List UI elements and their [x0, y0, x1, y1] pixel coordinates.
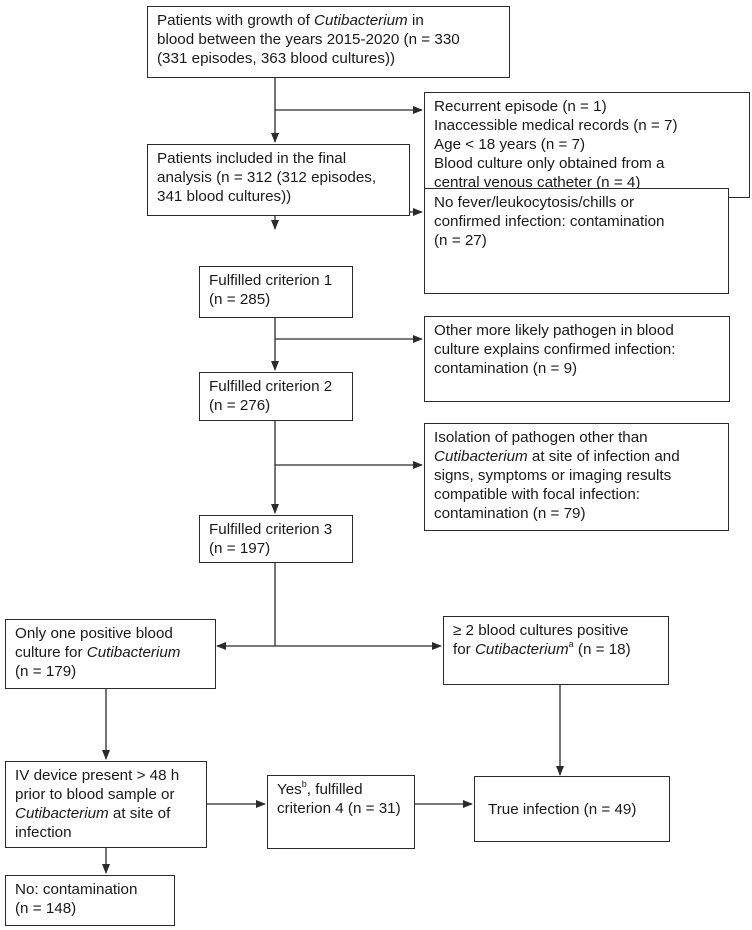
text-italic: Cutibacterium [15, 805, 109, 822]
text: prior to blood sample or [15, 786, 175, 803]
text: Only one positive blood [15, 625, 173, 642]
text: (n = 27) [434, 232, 487, 249]
box-exclusion-criterion-2: Other more likely pathogen in blood cult… [424, 316, 730, 402]
text: culture for [15, 644, 87, 661]
text: (n = 285) [209, 291, 271, 308]
box-study-population: Patients with growth of Cutibacterium in… [147, 6, 510, 78]
text: ≥ 2 blood cultures positive [453, 622, 629, 639]
text-italic: Cutibacterium [474, 641, 569, 658]
text: infection [15, 824, 72, 841]
text: 341 blood cultures)) [157, 188, 292, 205]
box-criterion-2: Fulfilled criterion 2 (n = 276) [199, 372, 353, 421]
text: Recurrent episode (n = 1) [434, 98, 607, 115]
box-iv-device: IV device present > 48 h prior to blood … [5, 761, 207, 848]
text: contamination (n = 9) [434, 360, 578, 377]
text: (n = 197) [209, 540, 271, 557]
text: signs, symptoms or imaging results [434, 467, 672, 484]
footnote-marker: b [301, 778, 307, 789]
text: True infection (n = 49) [488, 801, 637, 818]
text: culture explains confirmed infection: [434, 341, 676, 358]
text: (n = 179) [15, 663, 77, 680]
text: (n = 31) [347, 800, 401, 817]
text: blood between the years 2015-2020 (n = 3… [157, 31, 460, 48]
text: Age < 18 years (n = 7) [434, 136, 586, 153]
text: Patients with growth of [157, 12, 315, 29]
box-yes-criterion-4: Yesb, fulfilled criterion 4 (n = 31) [267, 775, 415, 849]
text: Blood culture only obtained from a [434, 155, 665, 172]
text: (331 episodes, 363 blood cultures)) [157, 50, 396, 67]
text: No fever/leukocytosis/chills or [434, 194, 635, 211]
text: at site of infection and [527, 448, 680, 465]
box-criterion-1: Fulfilled criterion 1 (n = 285) [199, 266, 353, 318]
box-true-infection: True infection (n = 49) [474, 776, 670, 842]
text: Fulfilled criterion 3 [209, 521, 333, 538]
box-criterion-3: Fulfilled criterion 3 (n = 197) [199, 515, 353, 563]
box-no-contamination: No: contamination (n = 148) [5, 875, 175, 926]
text: (n = 276) [209, 397, 271, 414]
text: (n = 148) [15, 900, 77, 917]
text: compatible with focal infection: [434, 486, 640, 503]
text: for [453, 641, 475, 658]
box-exclusion-initial: Recurrent episode (n = 1) Inaccessible m… [424, 92, 750, 198]
text: central venous catheter (n = 4) [434, 174, 641, 191]
text: Fulfilled criterion 1 [209, 272, 333, 289]
text: Inaccessible medical records (n = 7) [434, 117, 678, 134]
box-exclusion-criterion-1: No fever/leukocytosis/chills or confirme… [424, 188, 729, 294]
box-included-patients: Patients included in the final analysis … [147, 144, 410, 216]
footnote-marker: a [568, 638, 574, 649]
text-italic: Cutibacterium [314, 12, 408, 29]
box-one-positive-culture: Only one positive blood culture for Cuti… [5, 619, 216, 689]
text-italic: Cutibacterium [434, 448, 528, 465]
text: IV device present > 48 h [15, 767, 180, 784]
text: confirmed infection: contamination [434, 213, 665, 230]
text: Isolation of pathogen other than [434, 429, 648, 446]
text: (n = 18) [577, 641, 631, 658]
box-exclusion-criterion-3: Isolation of pathogen other than Cutibac… [424, 423, 729, 531]
text: Other more likely pathogen in blood [434, 322, 674, 339]
box-two-or-more-positive: ≥ 2 blood cultures positive for Cutibact… [443, 616, 669, 685]
text: Yes [277, 781, 302, 798]
text: contamination (n = 79) [434, 505, 586, 522]
text: criterion 4 [277, 800, 344, 817]
text: Patients included in the final [157, 150, 347, 167]
text: at site of [108, 805, 171, 822]
text: analysis (n = 312 (312 episodes, [157, 169, 377, 186]
text-italic: Cutibacterium [86, 644, 181, 661]
text: , fulfilled [306, 781, 363, 798]
text: in [407, 12, 424, 29]
text: No: contamination [15, 881, 138, 898]
text: Fulfilled criterion 2 [209, 378, 333, 395]
